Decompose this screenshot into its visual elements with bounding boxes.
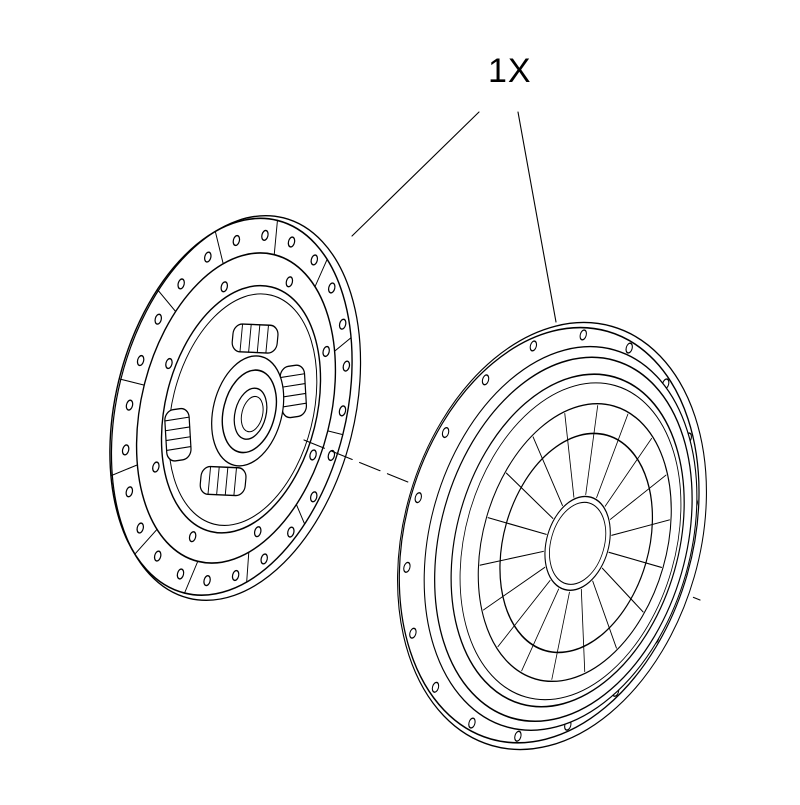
pressure-plate <box>397 321 707 751</box>
clutch-disc <box>109 214 362 602</box>
quantity-callout-label: 1X <box>488 52 532 90</box>
leader-lines <box>351 111 557 323</box>
damper-springs <box>164 323 308 497</box>
